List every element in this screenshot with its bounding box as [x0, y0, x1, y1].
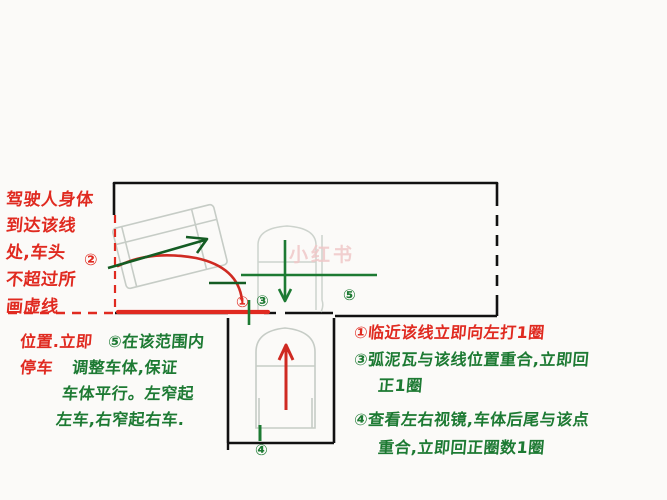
- annotation-left-red-line-5: 画虚线: [5, 297, 60, 317]
- annotation-left-red-line-4: 不超过所: [5, 270, 77, 290]
- step-marker-5: ⑤: [343, 286, 356, 304]
- step-marker-2: ②: [84, 250, 98, 269]
- step-marker-4: ④: [255, 441, 268, 459]
- watermark-xiaohongshu: 小红书: [289, 244, 356, 266]
- annotation-right-green-line-3: ④查看左右视镜,车体后尾与该点: [353, 410, 591, 429]
- annotation-right-green-line-4: 重合,立即回正圈数1圈: [377, 438, 546, 457]
- annotation-left-green-line-1: ⑤在该范围内: [107, 332, 206, 351]
- annotation-left-red-line-1: 驾驶人身体: [5, 190, 95, 210]
- car-tilted-approach: [112, 203, 228, 290]
- step-marker-3: ③: [256, 292, 269, 310]
- annotation-left-green-line-4: 左车,右窄起右车.: [55, 410, 186, 429]
- red-up-arrow: [277, 343, 295, 410]
- annotation-left-green-line-3: 车体平行。左窄起: [61, 384, 195, 403]
- red-turn-trajectory: [116, 254, 244, 302]
- annotation-left-green-line-2: 调整车体,保证: [71, 358, 179, 377]
- annotation-left-red-line-2: 到达该线: [5, 216, 77, 236]
- annotation-left-red-line-3: 处,车头: [5, 243, 67, 263]
- green-down-arrow: [277, 240, 293, 303]
- green-direction-arrow: [107, 235, 209, 270]
- annotation-right-green-line-2: 正1圈: [377, 376, 424, 395]
- annotation-left-red-line-6: 位置.立即: [19, 332, 94, 351]
- car-approaching-body: [257, 225, 324, 313]
- annotation-left-red-line-7: 停车: [19, 358, 54, 377]
- annotation-right-green-line-1: ③弧泥瓦与该线位置重合,立即回: [353, 350, 591, 369]
- step-marker-1: ①: [236, 293, 249, 311]
- annotation-right-red-line: ①临近该线立即向左打1圈: [353, 323, 546, 342]
